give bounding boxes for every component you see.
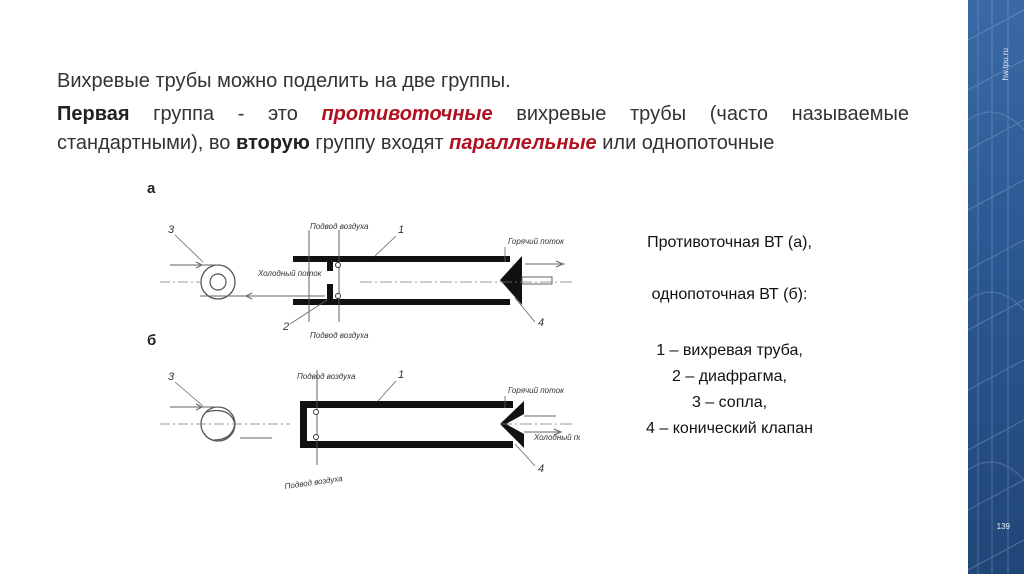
counterflow-term: противоточные bbox=[321, 103, 492, 125]
valve-stem-a bbox=[522, 277, 552, 284]
nozzle-dot-top-a bbox=[336, 263, 341, 268]
nozzle-dot-top-b bbox=[314, 410, 319, 415]
legend-line-uniflow: однопоточная ВТ (б): bbox=[582, 282, 877, 308]
hot-flow-a: Горячий поток bbox=[508, 237, 565, 246]
diaphragm-top-a bbox=[327, 256, 333, 271]
leader-4-b bbox=[515, 444, 535, 466]
callout-1-b: 1 bbox=[398, 369, 404, 381]
leader-4-a bbox=[515, 298, 535, 322]
page-number: 139 bbox=[997, 522, 1010, 531]
slide-heading: Вихревые трубы можно поделить на две гру… bbox=[57, 68, 912, 94]
paragraph-part-3: группу входят bbox=[310, 132, 449, 154]
site-label: hw.tpu.ru bbox=[1001, 48, 1010, 80]
nozzle-dot-bottom-b bbox=[314, 435, 319, 440]
nozzle-dot-bottom-a bbox=[336, 294, 341, 299]
paragraph-part-4: или однопоточные bbox=[597, 132, 775, 154]
air-supply-top-a: Подвод воздуха bbox=[310, 222, 369, 231]
legend-gap-2 bbox=[582, 308, 877, 338]
tube-end-wall-b bbox=[300, 401, 307, 448]
leader-1-b bbox=[378, 381, 396, 401]
decorative-sidebar: hw.tpu.ru 139 bbox=[968, 0, 1024, 574]
callout-3-a: 3 bbox=[168, 224, 175, 236]
legend-item-1: 1 – вихревая труба, bbox=[582, 338, 877, 364]
cold-flow-a: Холодный поток bbox=[257, 269, 323, 278]
callout-4-b: 4 bbox=[538, 463, 544, 475]
vortex-tube-diagram: 3 Подвод воздуха Подвод воздуха Холодный… bbox=[140, 180, 580, 500]
legend-block: Противоточная ВТ (а), однопоточная ВТ (б… bbox=[582, 230, 877, 442]
callout-1-a: 1 bbox=[398, 224, 404, 236]
nozzle-swirl-a bbox=[201, 265, 235, 299]
paragraph-part-1: группа - это bbox=[130, 103, 322, 125]
second-group-word: вторую bbox=[236, 132, 310, 154]
diaphragm-a bbox=[327, 284, 333, 305]
legend-line-counterflow: Противоточная ВТ (а), bbox=[582, 230, 877, 256]
leader-1-a bbox=[375, 236, 396, 256]
diagram-b: 3 Подвод воздуха Подвод воздуха 1 Горячи… bbox=[160, 369, 580, 491]
conical-valve-a bbox=[500, 256, 522, 305]
parallel-term: параллельные bbox=[449, 132, 597, 154]
building-pattern-icon bbox=[968, 0, 1024, 574]
callout-3-b: 3 bbox=[168, 371, 175, 383]
legend-gap-1 bbox=[582, 256, 877, 282]
diagram-a: 3 Подвод воздуха Подвод воздуха Холодный… bbox=[160, 222, 575, 340]
cold-flow-b: Холодный поток bbox=[533, 433, 580, 442]
first-group-word: Первая bbox=[57, 103, 130, 125]
legend-item-2: 2 – диафрагма, bbox=[582, 364, 877, 390]
tube-wall-bottom-a bbox=[293, 299, 510, 305]
tube-wall-bottom-b bbox=[300, 441, 513, 448]
leader-3-a bbox=[175, 235, 203, 262]
legend-item-3: 3 – сопла, bbox=[582, 390, 877, 416]
tube-wall-top-a bbox=[293, 256, 510, 262]
callout-2-a: 2 bbox=[282, 321, 289, 333]
intro-paragraph: Первая группа - это противоточные вихрев… bbox=[57, 100, 909, 178]
callout-4-a: 4 bbox=[538, 317, 544, 329]
tube-wall-top-b bbox=[300, 401, 513, 408]
air-supply-bottom-a: Подвод воздуха bbox=[310, 331, 369, 340]
air-supply-top-b: Подвод воздуха bbox=[297, 372, 356, 381]
leader-3-b bbox=[175, 382, 203, 406]
nozzle-core-a bbox=[210, 274, 226, 290]
hot-flow-b: Горячий поток bbox=[508, 386, 565, 395]
legend-item-4: 4 – конический клапан bbox=[582, 416, 877, 442]
air-supply-bottom-b: Подвод воздуха bbox=[284, 474, 344, 491]
